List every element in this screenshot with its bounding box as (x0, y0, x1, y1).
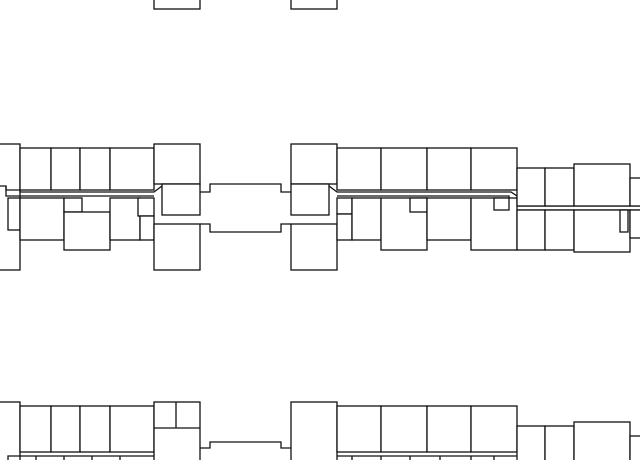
room (544, 167, 575, 207)
room (79, 405, 111, 453)
middle-floor-plan (0, 143, 640, 271)
room (426, 197, 472, 241)
room (290, 401, 338, 460)
room (336, 147, 382, 191)
room (573, 163, 631, 207)
room (19, 147, 52, 191)
room (109, 405, 155, 453)
room (426, 405, 472, 453)
room (336, 197, 353, 215)
bottom-core-partitions (154, 402, 200, 429)
room (139, 215, 155, 241)
room (516, 167, 546, 207)
room (629, 209, 640, 239)
bottom-floor-plan-fragment (0, 401, 640, 460)
right-wing-lower-rooms (336, 197, 518, 251)
room (19, 405, 52, 453)
room (619, 209, 629, 233)
room (161, 183, 201, 216)
room (544, 425, 575, 460)
room (290, 143, 338, 185)
room (0, 401, 21, 460)
room (50, 147, 81, 191)
room (153, 143, 201, 185)
right-wing-upper-rooms (336, 147, 518, 191)
room (290, 0, 338, 10)
room (63, 211, 111, 251)
room (79, 147, 111, 191)
room (153, 401, 201, 460)
room (109, 197, 141, 241)
connector-wall-top (200, 183, 291, 193)
room (409, 197, 428, 213)
left-corridor-wall-bottom (5, 186, 154, 197)
room (153, 223, 201, 271)
room (109, 147, 155, 191)
room (63, 197, 83, 213)
room (336, 405, 382, 453)
room (426, 147, 472, 191)
bottom-corridor-wall-left (7, 455, 154, 460)
room (516, 425, 546, 460)
left-core-block (153, 143, 201, 271)
room (493, 197, 510, 211)
far-right-wing (516, 163, 640, 253)
room (380, 147, 428, 191)
room (629, 435, 640, 460)
room (50, 405, 81, 453)
room (290, 223, 338, 271)
room (290, 183, 330, 216)
room (470, 147, 518, 191)
room (7, 197, 21, 231)
room (19, 197, 65, 241)
room (516, 209, 546, 251)
room (573, 421, 631, 460)
room (470, 405, 518, 453)
room (629, 177, 640, 207)
room (544, 209, 575, 251)
connector-wall-bottom (200, 223, 291, 233)
top-floor-fragment (153, 0, 338, 10)
bottom-connector-wall (200, 441, 291, 449)
left-wing-lower-rooms (7, 197, 155, 251)
room (380, 405, 428, 453)
room (336, 213, 353, 241)
room (137, 197, 155, 217)
right-core-block (290, 143, 338, 271)
left-wing-upper-rooms (19, 147, 155, 191)
room (153, 0, 201, 10)
room (351, 197, 382, 241)
